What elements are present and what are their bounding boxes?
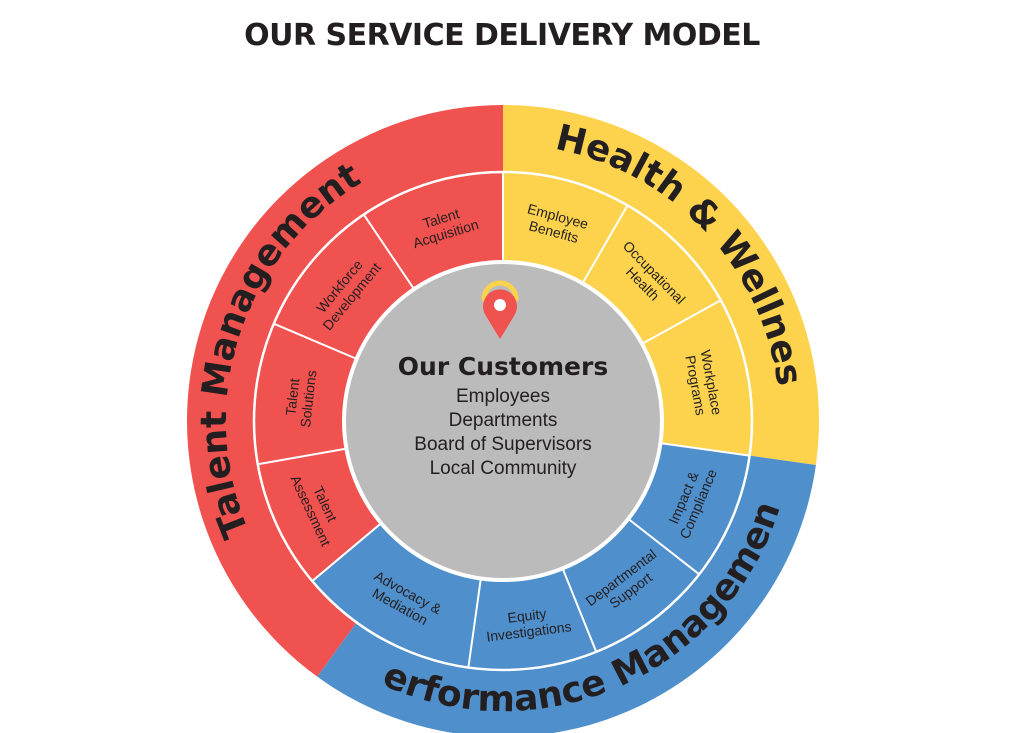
segment-performance-1 — [562, 518, 700, 652]
segment-label-line: Equity — [507, 605, 548, 626]
segment-divider — [581, 204, 629, 284]
segment-dividers — [252, 170, 754, 672]
segment-label-line: Talent — [282, 377, 302, 416]
segment-health-2 — [642, 300, 753, 456]
segment-divider — [273, 322, 358, 360]
segment-divider — [467, 578, 482, 668]
segment-label-talent-1: TalentSolutions — [281, 367, 319, 428]
segment-talent-2 — [273, 214, 415, 359]
segment-label-health-2: WorkplacePrograms — [682, 349, 726, 420]
health-wellness-sector — [503, 105, 819, 465]
segment-health-0 — [503, 172, 628, 284]
segment-talent-1 — [253, 323, 357, 465]
segment-divider — [627, 518, 700, 576]
segment-performance-3 — [312, 523, 481, 668]
segment-divider — [641, 299, 722, 345]
location-pin-icon — [481, 280, 519, 339]
segment-divider — [362, 214, 415, 290]
segment-divider — [257, 447, 347, 466]
center-circle — [342, 260, 664, 582]
ring-divider — [252, 170, 754, 672]
segment-divider — [311, 522, 382, 582]
center-title: Our Customers — [398, 352, 608, 381]
segment-divider — [561, 568, 598, 653]
customer-local-community: Local Community — [430, 458, 577, 479]
talent-management-sector — [186, 105, 503, 677]
segment-divider — [660, 442, 750, 457]
customer-board-of-supervisors: Board of Supervisors — [414, 434, 591, 455]
segment-talent-3 — [363, 172, 503, 290]
page-title: OUR SERVICE DELIVERY MODEL — [244, 18, 760, 53]
segment-label-line: Solutions — [297, 369, 319, 428]
customer-departments: Departments — [449, 410, 558, 431]
segment-performance-2 — [468, 568, 597, 671]
customer-employees: Employees — [456, 386, 550, 407]
